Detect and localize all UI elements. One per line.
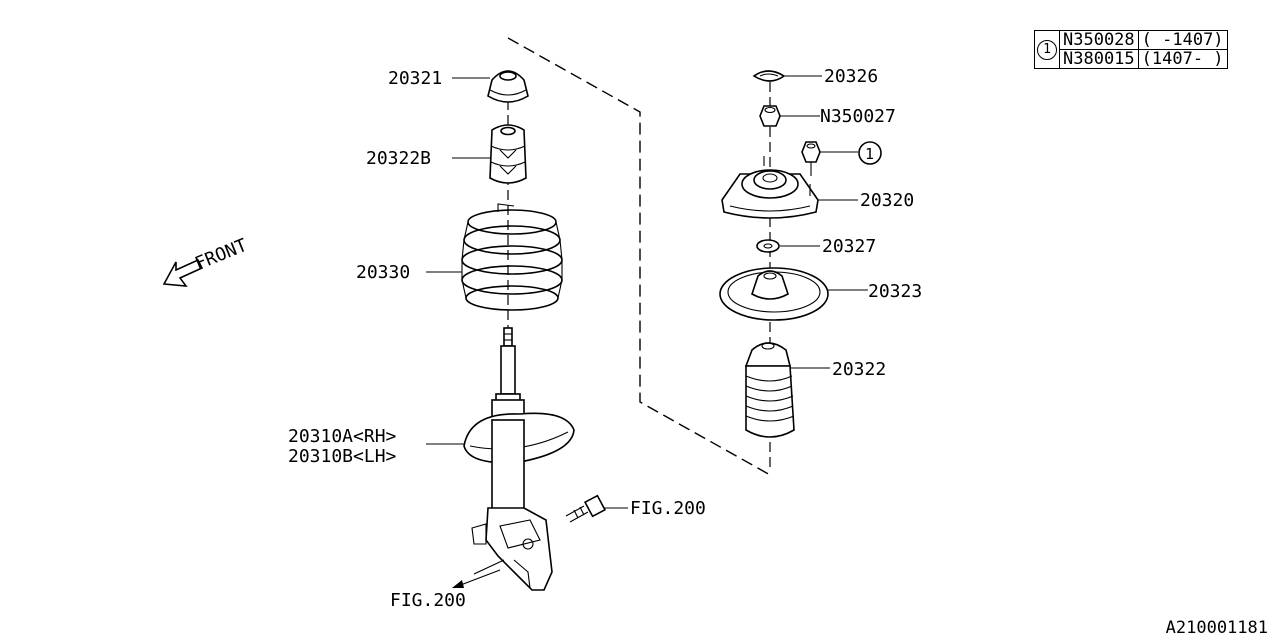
circle-1-label: 1 <box>865 145 874 163</box>
callout-20321: 20321 <box>388 68 442 89</box>
legend-range: (1407- ) <box>1137 49 1228 69</box>
fig200-arrow-icon <box>452 569 501 588</box>
legend-row: N380015 (1407- ) <box>1035 49 1228 69</box>
callout-20323: 20323 <box>868 281 922 302</box>
callout-20330: 20330 <box>356 262 410 283</box>
spring-seat-20323 <box>719 267 829 321</box>
circle-1-marker: 1 <box>858 141 882 165</box>
strut-bolt <box>565 494 607 523</box>
dust-boot-20322 <box>744 342 795 438</box>
legend-part-number: N380015 <box>1059 49 1139 69</box>
strut-20310 <box>463 327 575 591</box>
bump-stopper-20322b <box>489 124 527 184</box>
strut-mount-20320 <box>721 156 819 219</box>
front-label: FRONT <box>192 235 250 275</box>
callout-20322: 20322 <box>832 359 886 380</box>
callout-20310b: 20310B<LH> <box>288 446 397 467</box>
legend-range: ( -1407) <box>1137 30 1228 50</box>
flange-nut-1 <box>801 141 821 176</box>
callout-fig200-bottom: FIG.200 <box>390 590 466 611</box>
callout-20326: 20326 <box>824 66 878 87</box>
dust-cap-20326 <box>752 70 786 82</box>
legend-part-number: N350028 <box>1059 30 1139 50</box>
callout-fig200-bolt: FIG.200 <box>630 498 706 519</box>
exploded-view-boundary <box>507 37 773 477</box>
front-arrow-icon: FRONT <box>162 235 250 287</box>
legend-marker: 1 <box>1034 30 1060 69</box>
bump-stop-cap-20321 <box>487 70 529 103</box>
callout-20327: 20327 <box>822 236 876 257</box>
callout-n350027: N350027 <box>820 106 896 127</box>
diagram-reference-code: A210001181 <box>1165 618 1268 638</box>
callout-20322b: 20322B <box>366 148 431 169</box>
coil-spring-20330 <box>461 203 563 311</box>
legend-marker-circle: 1 <box>1037 40 1057 60</box>
nut-n350027 <box>759 105 781 127</box>
applicability-legend: 1 N350028 ( -1407) N380015 (1407- ) <box>1034 30 1228 69</box>
callout-20320: 20320 <box>860 190 914 211</box>
callout-20310a: 20310A<RH> <box>288 426 397 447</box>
legend-row: 1 N350028 ( -1407) <box>1034 30 1228 69</box>
washer-20327 <box>756 239 780 253</box>
